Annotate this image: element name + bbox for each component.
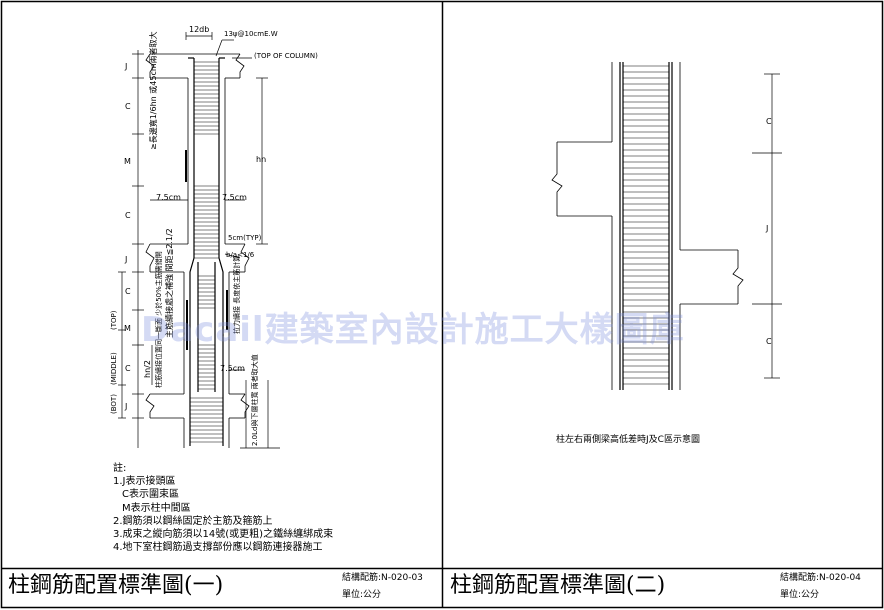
zone-label-c-3: C [125,287,131,296]
hn-label: hn [256,155,267,164]
cover-75-right: 7.5cm [222,193,247,202]
left-column-elevation [145,53,250,448]
zone-label-j-mid: J [125,255,128,264]
right-zone-label-c-top: C [766,117,772,126]
right-zone-label-c-bot: C [766,337,772,346]
watermark: Dacail建築室內設計施工大樣圖庫 [141,310,685,350]
note-line-4: 2.鋼筋須以鋼絲固定於主筋及箍筋上 [113,515,273,527]
dim-12db: 12db [189,25,210,34]
zone-label-m-1: M [124,157,131,166]
left-sheet-title: 柱鋼筋配置標準圖(一) [8,573,224,598]
top-of-column-label: (TOP OF COLUMN) [254,52,318,60]
notes-block: 註: 1.J表示接頭區 C表示圍束區 M表示柱中間區 2.鋼筋須以鋼絲固定於主筋… [113,462,333,554]
note-line-6: 4.地下室柱鋼筋過支撐部份應以鋼筋連接器施工 [113,542,323,554]
note-line-2: C表示圍束區 [122,489,179,501]
left-stirrups [190,61,223,443]
lap-note: 2.0Ld與下層柱寬 兩者取大值 [251,354,259,446]
right-unit: 單位:公分 [780,590,820,600]
right-zone-label-j: J [766,224,769,233]
side-label-bot: (BOT) [110,394,118,414]
right-sheet-title: 柱鋼筋配置標準圖(二) [450,573,666,598]
right-stirrups [623,65,669,385]
zone-label-c-1: C [125,102,131,111]
half-hn-label: hn/2 [143,360,152,378]
left-dimension-chain [118,32,280,449]
left-drawing-no: 結構配筋:N-020-03 [342,573,423,583]
note-line-5: 3.成束之縱向筋須以14號(或更粗)之鐵絲纏綁成束 [113,529,334,541]
typ-5cm-label: 5cm(TYP) [228,234,262,242]
zone-label-c-4: C [125,364,131,373]
note-line-3: M表示柱中間區 [122,502,191,514]
zone-label-m-2: M [124,324,131,333]
zone-label-j-bot: J [125,402,128,411]
note-line-1: 1.J表示接頭區 [113,476,176,488]
zone-label-j-top: J [125,62,128,71]
zone-label-c-2: C [125,211,131,220]
slope-label: b/a<1/6 [226,251,255,259]
left-unit: 單位:公分 [342,590,382,600]
side-label-middle: (MIDDLE) [110,352,118,385]
cover-75-bottom: 7.5cm [220,364,245,373]
top-rebar-label: 13ψ@10cmE.W [224,30,278,38]
right-column-elevation [551,62,744,390]
confine-note: ≥長邊寬1/6hn 或45cm兩者取大 [149,31,158,150]
right-dimension-chain [752,73,782,379]
notes-heading: 註: [113,463,127,474]
right-caption: 柱左右兩側梁高低差時J及C區示意圖 [556,435,700,445]
right-drawing-no: 結構配筋:N-020-04 [780,573,861,583]
cover-75-left: 7.5cm [156,193,181,202]
side-label-top: (TOP) [110,310,118,330]
